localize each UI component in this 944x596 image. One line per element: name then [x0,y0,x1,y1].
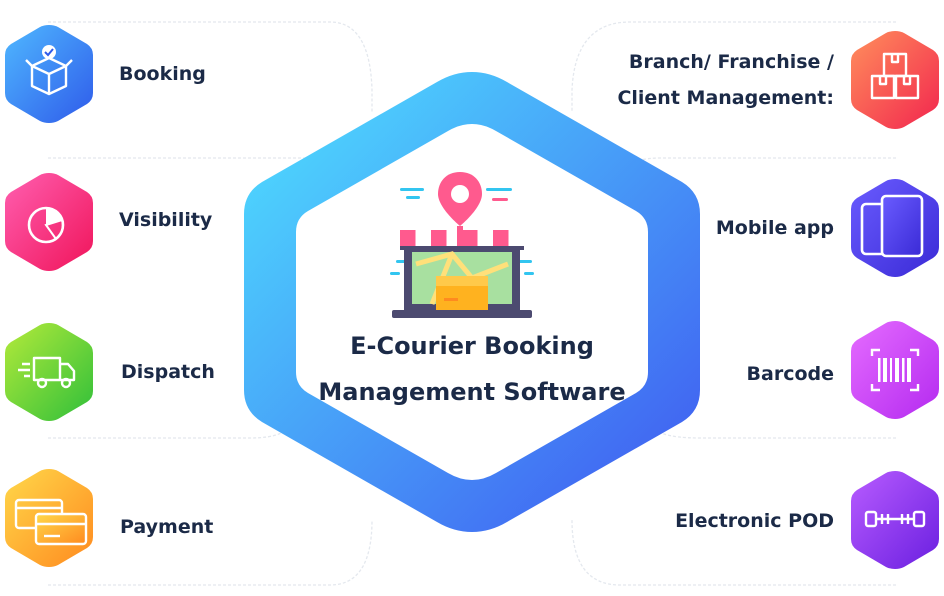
boxes-icon [851,31,939,129]
payment-hex[interactable] [2,466,96,570]
signature-pod-icon [851,471,939,569]
booking-hex[interactable] [2,22,96,126]
barcode-scan-icon [851,321,939,419]
dispatch-label: Dispatch [121,361,215,383]
electronic-pod-hex[interactable] [848,468,942,572]
pie-chart-icon [5,173,93,271]
branch-label-line1: Branch/ Franchise / [628,51,834,73]
branch-label-line2: Client Management: [617,87,834,109]
delivery-truck-icon [5,323,93,421]
visibility-hex[interactable] [2,170,96,274]
mobile-app-hex[interactable] [848,176,942,280]
mobile-app-label: Mobile app [715,217,834,239]
booking-label: Booking [119,63,206,85]
package-check-icon [5,25,93,123]
credit-cards-icon [5,469,93,567]
mobile-devices-icon [851,179,939,277]
center-title-line2: Management Software [318,378,626,406]
electronic-pod-label: Electronic POD [675,510,834,532]
awning-icon [400,230,524,250]
courier-store-icon [390,172,534,318]
barcode-hex[interactable] [848,318,942,422]
visibility-label: Visibility [119,209,213,231]
dispatch-hex[interactable] [2,320,96,424]
center-title-line1: E-Courier Booking [350,332,594,360]
location-pin-icon [438,172,482,246]
branch-hex[interactable] [848,28,942,132]
parcel-box-icon [436,276,488,316]
barcode-label: Barcode [746,363,834,385]
payment-label: Payment [120,516,214,538]
